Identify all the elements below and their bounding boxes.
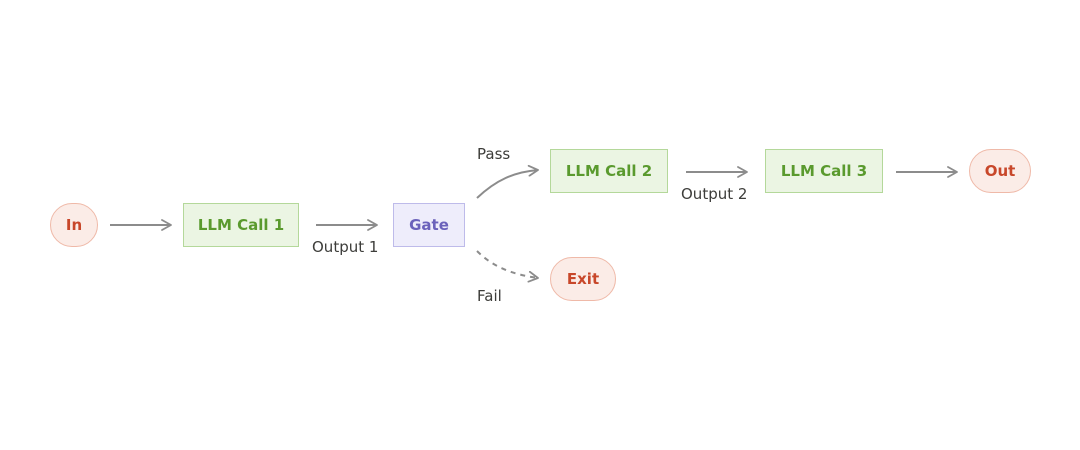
node-out: Out xyxy=(969,149,1031,193)
node-gate: Gate xyxy=(393,203,465,247)
arrow-gate-to-exit xyxy=(476,250,539,283)
edge-label-pass: Pass xyxy=(477,145,511,163)
node-llm-call-1: LLM Call 1 xyxy=(183,203,299,247)
arrow-gate-to-llm-call-2 xyxy=(476,164,539,199)
edge-label-fail: Fail xyxy=(477,287,502,305)
node-llm-call-3: LLM Call 3 xyxy=(765,149,883,193)
edge-label-output-1: Output 1 xyxy=(312,238,379,256)
node-in: In xyxy=(50,203,98,247)
node-exit: Exit xyxy=(550,257,616,301)
node-llm-call-2: LLM Call 2 xyxy=(550,149,668,193)
edge-label-output-2: Output 2 xyxy=(681,185,748,203)
